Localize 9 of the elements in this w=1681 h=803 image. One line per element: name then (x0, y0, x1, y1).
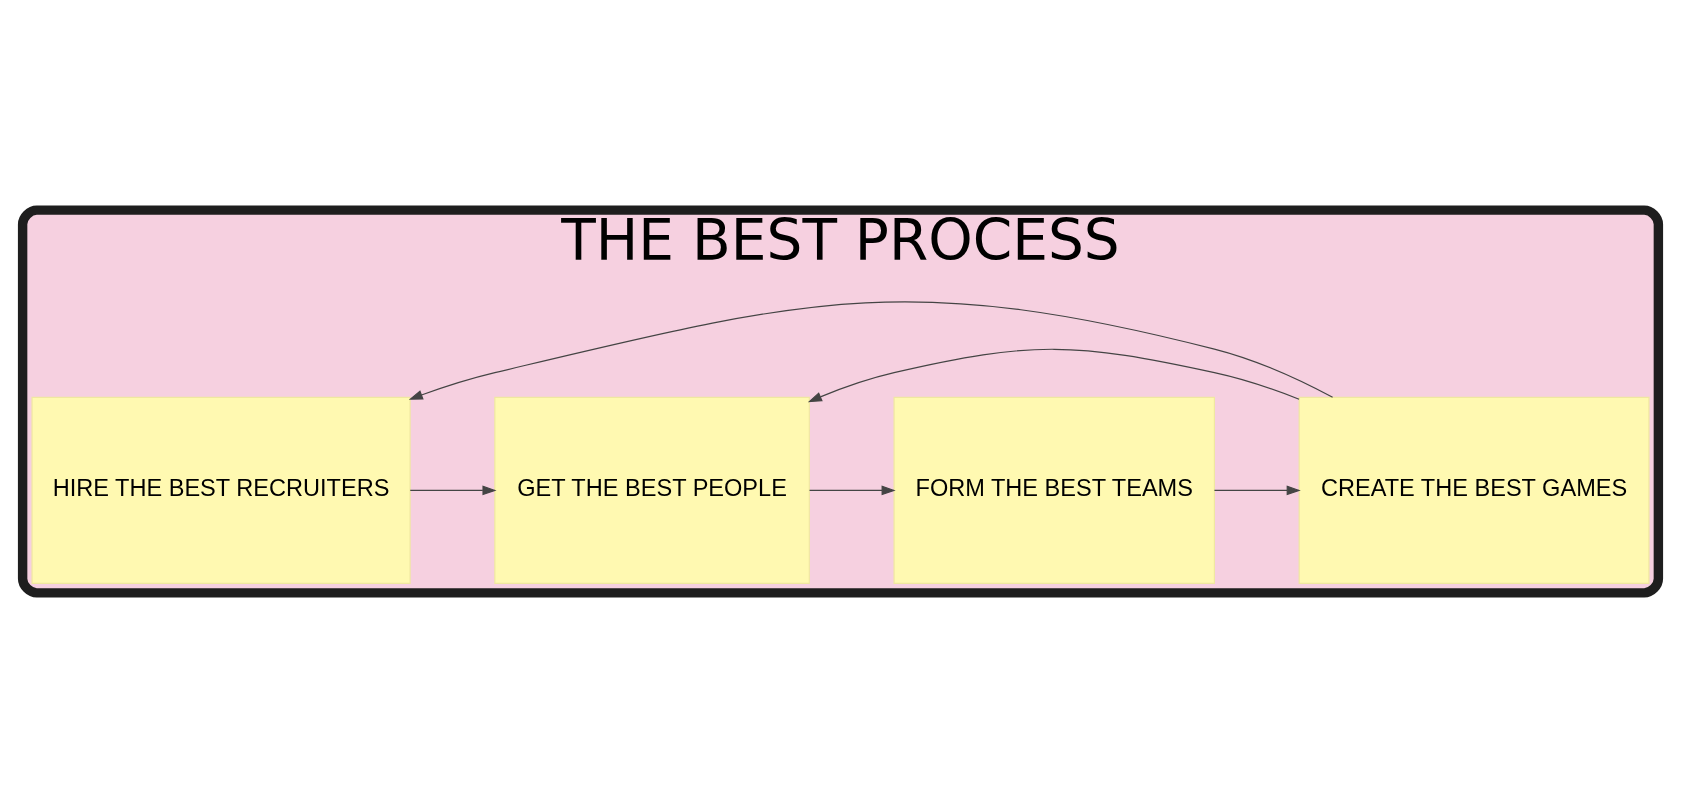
node-box: HIRE THE BEST RECRUITERS (31, 396, 411, 585)
arrow (807, 348, 1300, 403)
arrow (808, 485, 896, 496)
node-box: FORM THE BEST TEAMS (893, 396, 1215, 585)
arrow (1213, 485, 1301, 496)
node-box: GET THE BEST PEOPLE (494, 396, 810, 585)
arrow (409, 485, 497, 496)
node-box: CREATE THE BEST GAMES (1298, 396, 1650, 585)
arrow (408, 301, 1334, 400)
